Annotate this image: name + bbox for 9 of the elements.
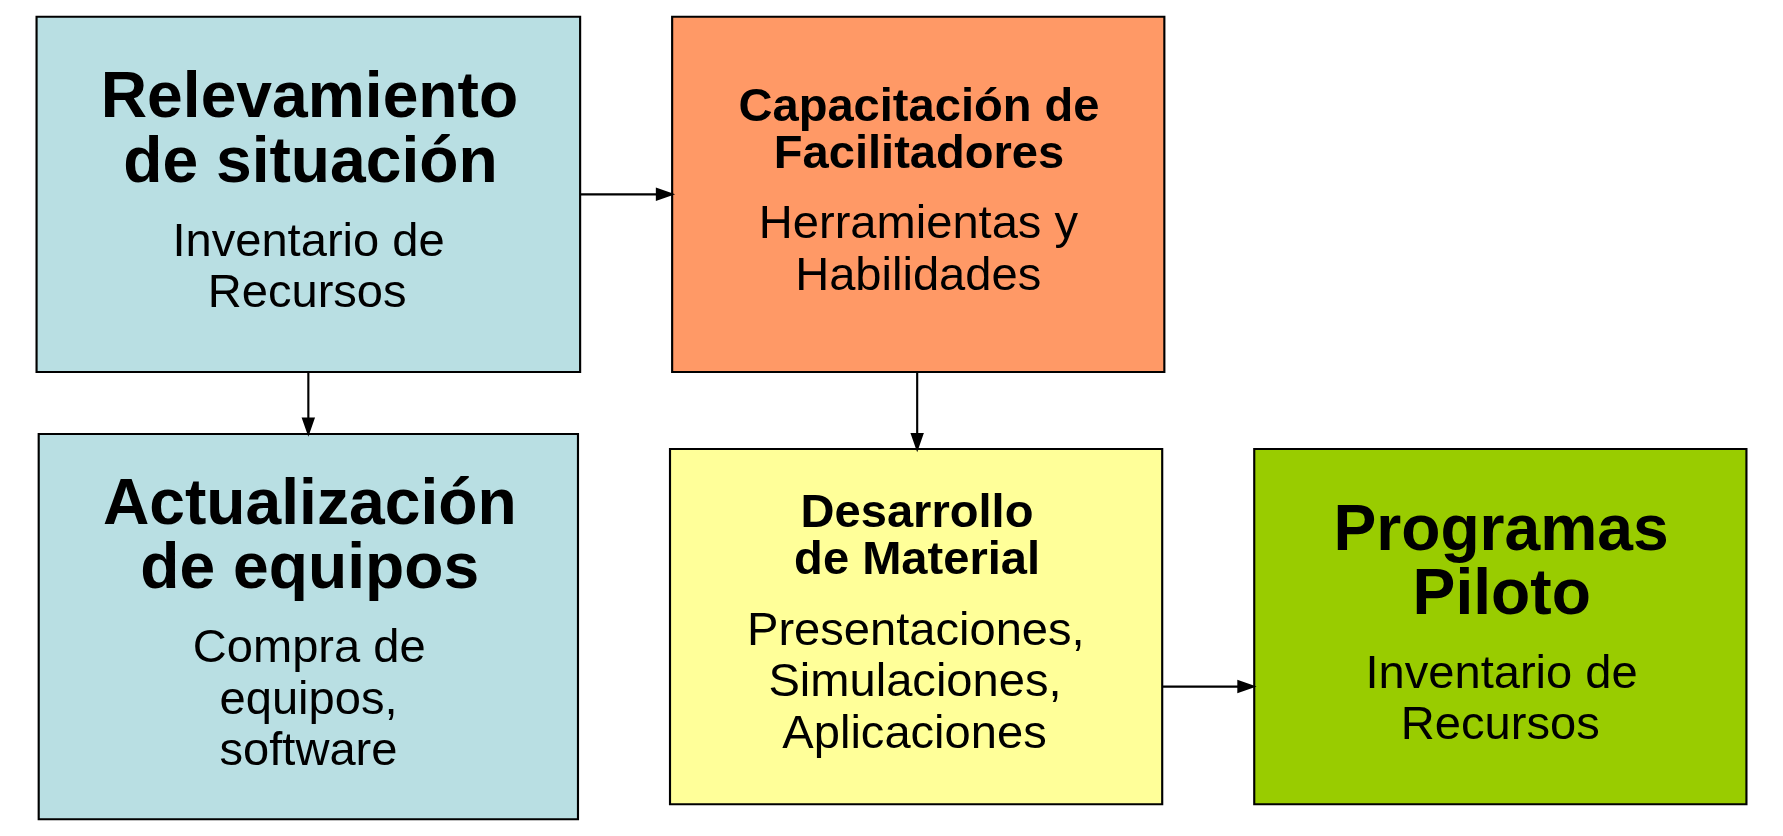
node-box: Capacitación de Facilitadores Herramientas y Habilidades — [671, 15, 1166, 374]
node-box: Relevamiento de situación Inventario de Recursos — [35, 15, 582, 374]
arrow — [1163, 679, 1257, 694]
node-box: Programas Piloto Inventario de Recursos — [1253, 447, 1748, 806]
node-box: Actualización de equipos Compra de equipos, software — [37, 433, 580, 821]
arrow — [910, 372, 924, 453]
node-box: Desarrollo de Material Presentaciones, Simulaciones, Aplicaciones — [668, 447, 1164, 806]
arrow — [301, 372, 316, 437]
arrow — [580, 187, 676, 202]
